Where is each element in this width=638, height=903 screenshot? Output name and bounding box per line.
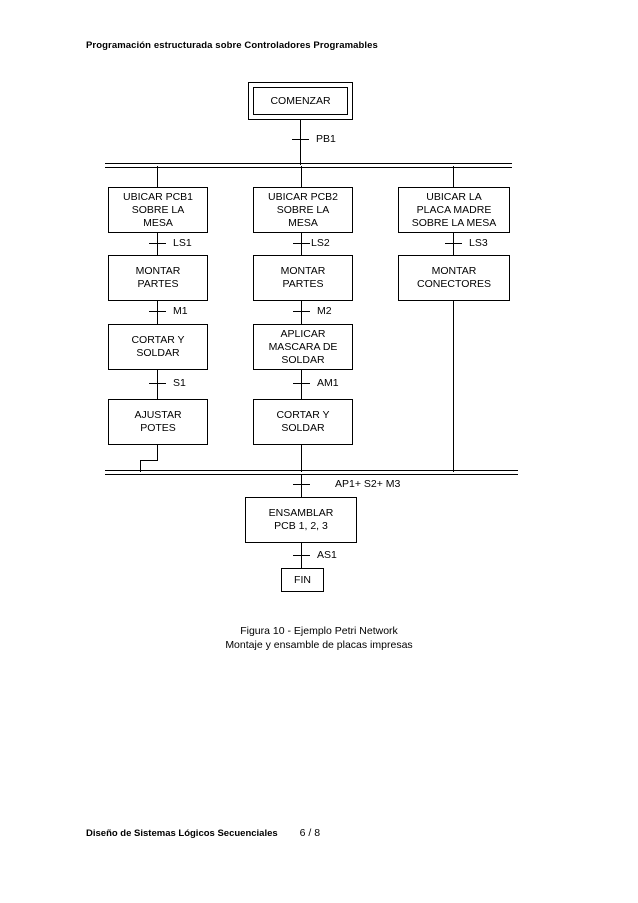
link-b2-s2-s3 bbox=[301, 301, 302, 324]
step-fin: FIN bbox=[281, 568, 324, 592]
transition-label-join: AP1+ S2+ M3 bbox=[335, 478, 401, 490]
fork-bar bbox=[105, 163, 512, 168]
footer-title: Diseño de Sistemas Lógicos Secuenciales bbox=[86, 828, 278, 839]
page-header: Programación estructurada sobre Controla… bbox=[86, 40, 378, 51]
fork-drop-branch-2 bbox=[301, 166, 302, 187]
transition-tick-am1 bbox=[293, 383, 310, 384]
transition-label-ls3: LS3 bbox=[469, 237, 488, 249]
transition-tick-ls3 bbox=[445, 243, 462, 244]
transition-label-m1: M1 bbox=[173, 305, 188, 317]
link-b3-s1-s2 bbox=[453, 233, 454, 255]
step-ubicar-placa-madre: UBICAR LA PLACA MADRE SOBRE LA MESA bbox=[398, 187, 510, 233]
transition-label-s1: S1 bbox=[173, 377, 186, 389]
step-comenzar: COMENZAR bbox=[248, 82, 353, 120]
link-join-to-merge bbox=[301, 474, 302, 497]
join-bar bbox=[105, 470, 518, 475]
transition-tick-m2 bbox=[293, 311, 310, 312]
step-ensamblar: ENSAMBLAR PCB 1, 2, 3 bbox=[245, 497, 357, 543]
footer-page-number: 6 / 8 bbox=[299, 827, 321, 839]
figure-caption: Figura 10 - Ejemplo Petri Network Montaj… bbox=[225, 625, 413, 651]
fork-drop-branch-1 bbox=[157, 166, 158, 187]
transition-label-ls2: LS2 bbox=[311, 237, 330, 249]
transition-tick-as1 bbox=[293, 555, 310, 556]
transition-label-m2: M2 bbox=[317, 305, 332, 317]
transition-label-pb1: PB1 bbox=[316, 133, 336, 145]
join-drop-branch-2 bbox=[301, 445, 302, 472]
step-cortar-soldar-2: CORTAR Y SOLDAR bbox=[253, 399, 353, 445]
step-comenzar-label: COMENZAR bbox=[253, 87, 348, 115]
transition-tick-ls2 bbox=[293, 243, 310, 244]
transition-label-am1: AM1 bbox=[317, 377, 339, 389]
link-b1-s2-s3 bbox=[157, 301, 158, 324]
fork-drop-branch-3 bbox=[453, 166, 454, 187]
transition-tick-join bbox=[293, 484, 310, 485]
transition-tick-ls1 bbox=[149, 243, 166, 244]
link-b2-s3-s4 bbox=[301, 370, 302, 399]
step-montar-partes-2: MONTAR PARTES bbox=[253, 255, 353, 301]
transition-tick-m1 bbox=[149, 311, 166, 312]
transition-tick-pb1 bbox=[292, 139, 309, 140]
join-drop-branch-3 bbox=[453, 301, 454, 472]
join-elbow-branch-1 bbox=[140, 460, 158, 461]
transition-label-ls1: LS1 bbox=[173, 237, 192, 249]
step-cortar-soldar-1: CORTAR Y SOLDAR bbox=[108, 324, 208, 370]
join-riser-branch-1 bbox=[140, 460, 141, 472]
step-ubicar-pcb2: UBICAR PCB2 SOBRE LA MESA bbox=[253, 187, 353, 233]
step-montar-conectores: MONTAR CONECTORES bbox=[398, 255, 510, 301]
step-montar-partes-1: MONTAR PARTES bbox=[108, 255, 208, 301]
join-drop-branch-1 bbox=[157, 445, 158, 461]
step-ubicar-pcb1: UBICAR PCB1 SOBRE LA MESA bbox=[108, 187, 208, 233]
step-ajustar-potes: AJUSTAR POTES bbox=[108, 399, 208, 445]
link-start-to-fork bbox=[300, 120, 301, 165]
link-b1-s3-s4 bbox=[157, 370, 158, 399]
transition-label-as1: AS1 bbox=[317, 549, 337, 561]
link-b1-s1-s2 bbox=[157, 233, 158, 255]
transition-tick-s1 bbox=[149, 383, 166, 384]
link-b2-s1-s2 bbox=[301, 233, 302, 255]
page-footer: Diseño de Sistemas Lógicos Secuenciales 6… bbox=[86, 827, 320, 839]
step-aplicar-mascara: APLICAR MASCARA DE SOLDAR bbox=[253, 324, 353, 370]
